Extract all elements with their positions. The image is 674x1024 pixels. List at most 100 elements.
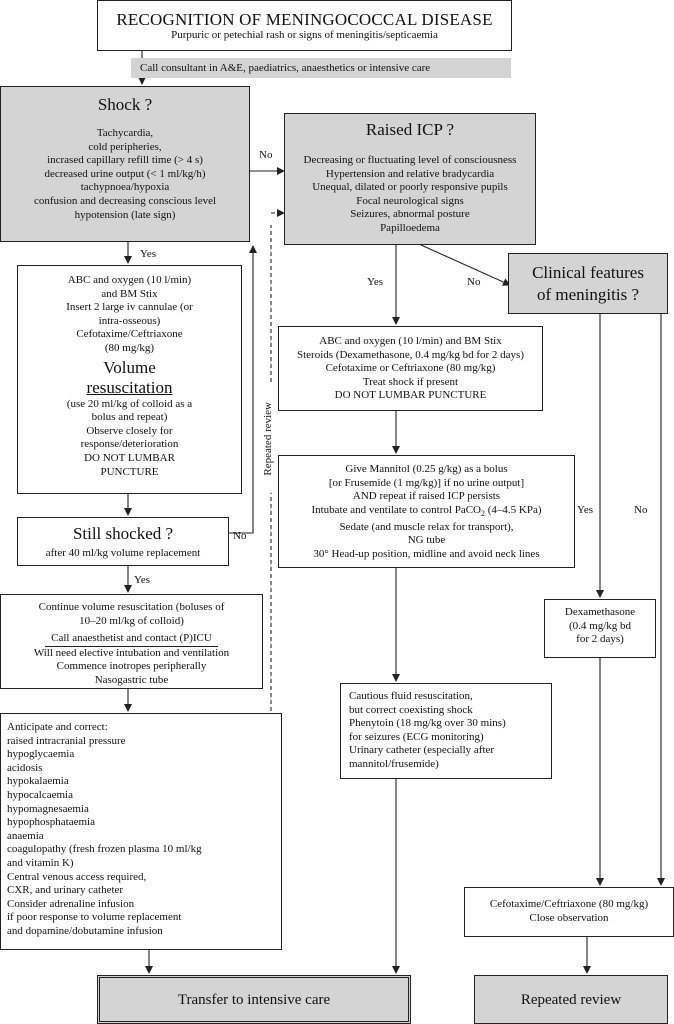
continue-line: Continue volume resuscitation (boluses o… (38, 601, 225, 613)
raised-icp-heading: Raised ICP ? (365, 120, 455, 139)
resuscitation-heading: resuscitation (86, 377, 173, 397)
resus-line: (use 20 ml/kg of colloid as a (66, 397, 193, 410)
anticipate-line: acidosis (7, 761, 43, 774)
resus-line: Observe closely for (86, 424, 173, 437)
icp-treatment-line: ABC and oxygen (10 l/min) and BM Stix (319, 335, 502, 347)
shock-sign: Tachycardia, (96, 127, 154, 139)
no-label-shock: No (259, 149, 273, 161)
anticipate-line: raised intracranial pressure (7, 734, 126, 747)
call-anaesthetist-line: Call anaesthetist and contact (P)ICU (45, 632, 218, 647)
anticipate-line: Anticipate and correct: (7, 721, 108, 733)
resus-line: PUNCTURE (100, 465, 159, 478)
observation-line: Close observation (529, 911, 609, 924)
mannitol-line: Sedate (and muscle relax for transport), (339, 520, 514, 533)
repeated-review-box: Repeated review (474, 975, 668, 1024)
yes-label-still-shocked: Yes (134, 574, 151, 586)
cautious-line: Cautious fluid resuscitation, (349, 690, 473, 702)
shock-box: Shock ? Tachycardia, cold peripheries, i… (0, 86, 250, 242)
anticipate-line: hypoglycaemia (7, 748, 75, 761)
cefotaxime-line: Cefotaxime/Ceftriaxone (80 mg/kg) (489, 898, 649, 910)
mannitol-line: 30° Head-up position, midline and avoid … (313, 547, 540, 560)
page-title: RECOGNITION OF MENINGOCOCCAL DISEASE (116, 10, 493, 29)
shock-heading: Shock ? (97, 95, 153, 114)
volume-heading: Volume (103, 357, 156, 377)
icp-sign: Hypertension and relative bradycardia (325, 167, 495, 180)
anticipate-line: hypokalaemia (7, 775, 69, 788)
mannitol-line: AND repeat if raised ICP persists (352, 490, 501, 503)
resus-line: DO NOT LUMBAR (84, 451, 175, 464)
title-box: RECOGNITION OF MENINGOCOCCAL DISEASE Pur… (97, 0, 512, 51)
resuscitation-box: ABC and oxygen (10 l/min) and BM Stix In… (17, 265, 242, 494)
mannitol-box: Give Mannitol (0.25 g/kg) as a bolus [or… (278, 455, 575, 568)
mannitol-ventilate-line: Intubate and ventilate to control PaCO2 … (279, 504, 574, 521)
resus-line: Cefotaxime/Ceftriaxone (76, 328, 183, 341)
continue-line: Commence inotropes peripherally (56, 660, 207, 673)
shock-sign: confusion and decreasing conscious level (33, 194, 217, 207)
icp-sign: Papilloedema (380, 221, 440, 234)
icp-sign: Unequal, dilated or poorly responsive pu… (312, 181, 508, 194)
anticipate-line: and vitamin K) (7, 856, 74, 869)
continue-line: Will need elective intubation and ventil… (33, 646, 230, 659)
anticipate-line: hypomagnesaemia (7, 802, 89, 815)
raised-icp-box: Raised ICP ? Decreasing or fluctuating l… (284, 113, 536, 245)
icp-treatment-line: Treat shock if present (362, 375, 459, 388)
mannitol-line: Give Mannitol (0.25 g/kg) as a bolus (345, 463, 508, 475)
resus-line: Insert 2 large iv cannulae (or (66, 301, 193, 314)
anticipate-line: and dopamine/dobutamine infusion (7, 924, 163, 937)
cautious-line: for seizures (ECG monitoring) (349, 730, 484, 743)
icp-treatment-line: Steroids (Dexamethasone, 0.4 mg/kg bd fo… (297, 348, 524, 361)
mannitol-ventilate-post: (4–4.5 KPa) (485, 503, 542, 516)
anticipate-line: if poor response to volume replacement (7, 911, 182, 924)
yes-label-shock: Yes (140, 248, 157, 260)
cautious-fluid-box: Cautious fluid resuscitation, but correc… (340, 683, 552, 779)
dexamethasone-line: for 2 days) (576, 633, 624, 646)
dexamethasone-box: Dexamethasone (0.4 mg/kg bd for 2 days) (544, 599, 656, 658)
still-shocked-box: Still shocked ? after 40 ml/kg volume re… (17, 517, 229, 566)
resus-line: ABC and oxygen (10 l/min) (67, 274, 192, 286)
yes-label-meningitis: Yes (577, 504, 594, 516)
anticipate-line: hypocalcaemia (7, 788, 73, 801)
dexamethasone-line: Dexamethasone (564, 606, 636, 618)
shock-sign: hypotension (late sign) (74, 208, 176, 221)
shock-sign: incrased capillary refill time (> 4 s) (47, 154, 203, 167)
transfer-label: Transfer to intensive care (177, 992, 331, 1008)
icp-treatment-box: ABC and oxygen (10 l/min) and BM Stix St… (278, 326, 543, 411)
no-label-still-shocked: No (233, 530, 247, 542)
dexamethasone-line: (0.4 mg/kg bd (568, 619, 632, 632)
page-subtitle: Purpuric or petechial rash or signs of m… (171, 29, 438, 41)
resus-line: intra-osseous) (98, 314, 161, 327)
anticipate-box: Anticipate and correct: raised intracran… (0, 713, 282, 950)
icp-sign: Decreasing or fluctuating level of consc… (303, 154, 517, 166)
continue-line: Nasogastric tube (94, 673, 169, 686)
shock-sign: tachypnoea/hypoxia (80, 181, 170, 194)
no-label-meningitis: No (634, 504, 648, 516)
repeated-review-vertical-label: Repeated review (262, 384, 276, 493)
continue-resuscitation-box: Continue volume resuscitation (boluses o… (0, 594, 263, 689)
meningitis-box: Clinical features of meningitis ? (508, 253, 668, 314)
repeated-review-vertical-wrap: Repeated review (262, 380, 276, 500)
resus-line: response/deterioration (80, 438, 179, 451)
mannitol-line: NG tube (407, 534, 446, 547)
resus-line: and BM Stix (101, 287, 158, 300)
transfer-box: Transfer to intensive care (97, 975, 411, 1024)
mannitol-ventilate-sub: 2 (481, 508, 485, 518)
anticipate-line: coagulopathy (fresh frozen plasma 10 ml/… (7, 843, 202, 856)
shock-sign: cold peripheries, (88, 140, 162, 153)
anticipate-line: Central venous access required, (7, 870, 147, 883)
mannitol-line: [or Frusemide (1 mg/kg)] if no urine out… (328, 476, 525, 489)
cautious-line: Urinary catheter (especially after (349, 744, 495, 757)
icp-sign: Focal neurological signs (356, 194, 464, 207)
still-shocked-sub: after 40 ml/kg volume replacement (45, 547, 201, 559)
anticipate-line: CXR, and urinary catheter (7, 884, 124, 897)
mannitol-ventilate-pre: Intubate and ventilate to control PaCO (311, 503, 481, 516)
icp-treatment-line: Cefotaxime or Ceftriaxone (80 mg/kg) (325, 362, 496, 375)
cautious-line: but correct coexisting shock (349, 703, 473, 716)
call-consultant-bar: Call consultant in A&E, paediatrics, ana… (131, 58, 511, 78)
meningitis-line: Clinical features (532, 263, 644, 282)
resus-line: (80 mg/kg) (104, 341, 155, 354)
anticipate-line: hypophosphataemia (7, 816, 95, 829)
icp-sign: Seizures, abnormal posture (350, 208, 470, 221)
continue-line: 10–20 ml/kg of colloid) (79, 614, 184, 627)
meningitis-line: of meningitis ? (537, 285, 639, 304)
